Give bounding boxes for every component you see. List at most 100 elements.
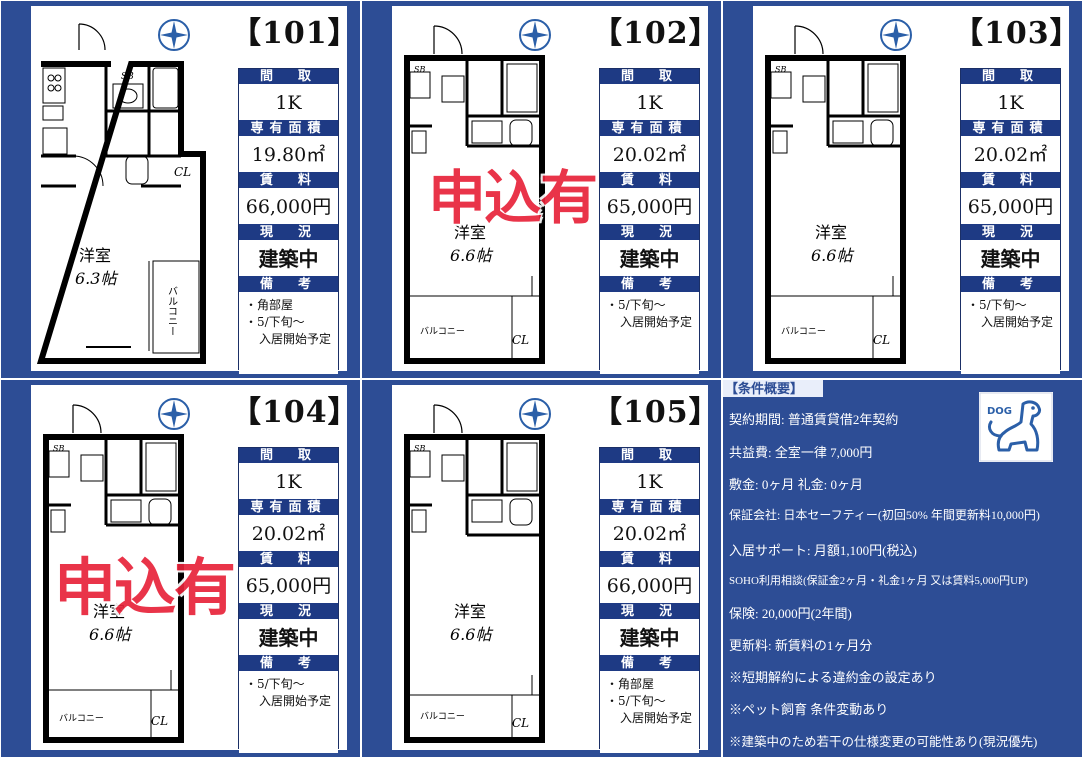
notes-value: ・5/下旬～ 入居開始予定 — [600, 293, 699, 374]
cl-label: CL — [512, 333, 529, 347]
area-value: 19.80㎡ — [239, 137, 338, 173]
area-value: 20.02㎡ — [600, 516, 699, 552]
layout-header: 間 取 — [239, 448, 338, 464]
status-header: 現 況 — [600, 225, 699, 241]
sb-label: SB — [121, 72, 134, 82]
note-line: 入居開始予定 — [620, 711, 693, 725]
area-header: 専有面積 — [600, 500, 699, 516]
room-number: 【105】 — [592, 395, 720, 430]
room-number: 【103】 — [953, 16, 1081, 51]
area-header: 専有面積 — [961, 121, 1060, 137]
rent-value: 66,000円 — [600, 568, 699, 604]
layout-header: 間 取 — [239, 69, 338, 85]
layout-value: 1K — [600, 464, 699, 500]
balcony-label: バルコニー — [166, 286, 178, 336]
room-label: 洋室 — [93, 602, 125, 621]
notes-header: 備 考 — [600, 277, 699, 293]
room-label: 洋室 — [454, 223, 486, 242]
status-value: 建築中 — [600, 620, 699, 656]
note-line: ・5/下旬～ — [967, 298, 1027, 312]
note-line: 入居開始予定 — [259, 694, 332, 708]
status-header: 現 況 — [239, 604, 338, 620]
room-number: 【104】 — [231, 395, 359, 430]
rent-value: 65,000円 — [600, 189, 699, 225]
condition-line: 契約期間: 普通賃貸借2年契約 — [729, 412, 899, 427]
status-header: 現 況 — [239, 225, 338, 241]
balcony-label: バルコニー — [420, 326, 465, 337]
area-header: 専有面積 — [239, 500, 338, 516]
dog-icon: DOG — [979, 392, 1053, 462]
area-value: 20.02㎡ — [239, 516, 338, 552]
sb-label: SB — [775, 65, 786, 74]
spec-table: 間 取 1K 専有面積 20.02㎡ 賃 料 65,000円 現 況 建築中 備… — [960, 68, 1061, 374]
status-value: 建築中 — [239, 241, 338, 277]
room-size-label: 6.3帖 — [75, 269, 118, 288]
notes-value: ・5/下旬～ 入居開始予定 — [961, 293, 1060, 374]
compass-icon — [519, 398, 551, 430]
room-label: 洋室 — [815, 223, 847, 242]
layout-value: 1K — [239, 85, 338, 121]
room-size-label: 6.6帖 — [89, 625, 132, 644]
compass-icon — [158, 398, 190, 430]
cl-label: CL — [174, 165, 191, 179]
floor-plan-105: SB CL 洋室 6.6帖 バルコニー — [404, 404, 545, 743]
note-line: ・5/下旬～ — [245, 315, 305, 329]
note-line: ・5/下旬～ — [606, 694, 666, 708]
balcony-label: バルコニー — [59, 713, 104, 724]
room-size-label: 6.6帖 — [450, 625, 493, 644]
condition-line: SOHO利用相談(保証金2ヶ月・礼金1ヶ月 又は賃料5,000円UP) — [729, 575, 1028, 587]
rent-header: 賃 料 — [600, 552, 699, 568]
unit-card: SB CL 洋室 6.6帖 バルコニー 【102】 間 取 1K 専有面積 20… — [392, 6, 720, 374]
rent-header: 賃 料 — [961, 173, 1060, 189]
rent-header: 賃 料 — [239, 552, 338, 568]
status-value: 建築中 — [600, 241, 699, 277]
layout-value: 1K — [600, 85, 699, 121]
note-line: 入居開始予定 — [620, 315, 693, 329]
unit-card: SB CL 洋室 6.6帖 バルコニー 【105】 間 取 1K 専有面積 20… — [392, 385, 720, 753]
rent-header: 賃 料 — [239, 173, 338, 189]
room-number: 【101】 — [231, 16, 359, 51]
floor-plan-104: SB CL 洋室 6.6帖 バルコニー — [43, 404, 184, 743]
notes-value: ・5/下旬～ 入居開始予定 — [239, 672, 338, 753]
room-size-label: 6.6帖 — [450, 246, 493, 265]
sb-label: SB — [414, 444, 425, 453]
status-value: 建築中 — [961, 241, 1060, 277]
area-value: 20.02㎡ — [961, 137, 1060, 173]
compass-icon — [880, 19, 912, 51]
note-line: 入居開始予定 — [981, 315, 1054, 329]
condition-line: 敷金: 0ヶ月 礼金: 0ヶ月 — [729, 477, 863, 492]
floor-plan-102: SB CL 洋室 6.6帖 バルコニー — [404, 25, 545, 364]
compass-icon — [158, 19, 190, 51]
area-value: 20.02㎡ — [600, 137, 699, 173]
area-header: 専有面積 — [600, 121, 699, 137]
floor-plan-101: SB CL 洋室 6.3帖 バルコニー — [36, 23, 206, 364]
conditions-title: 【条件概要】 — [723, 380, 823, 397]
unit-card: SB CL 洋室 6.6帖 バルコニー 【103】 間 取 1K 専有面積 20… — [753, 6, 1081, 374]
note-line: ・5/下旬～ — [606, 298, 666, 312]
cl-label: CL — [512, 716, 529, 730]
note-line: ・角部屋 — [606, 677, 655, 691]
notes-header: 備 考 — [961, 277, 1060, 293]
balcony-label: バルコニー — [420, 711, 465, 722]
sb-label: SB — [53, 444, 64, 453]
rent-header: 賃 料 — [600, 173, 699, 189]
status-header: 現 況 — [961, 225, 1060, 241]
condition-line: 更新料: 新賃料の1ヶ月分 — [729, 638, 873, 653]
unit-panel-104: SB CL 洋室 6.6帖 バルコニー 【104】 間 取 1K 専有面積 20… — [0, 379, 361, 758]
note-line: 入居開始予定 — [259, 332, 332, 346]
layout-value: 1K — [239, 464, 338, 500]
cl-label: CL — [873, 333, 890, 347]
notes-header: 備 考 — [600, 656, 699, 672]
conditions-panel: 【条件概要】 DOG 契約期間: 普通賃貸借2年契約 共益費: 全室一律 7,0… — [722, 379, 1083, 758]
notes-header: 備 考 — [239, 277, 338, 293]
room-number: 【102】 — [592, 16, 720, 51]
sb-label: SB — [414, 65, 425, 74]
condition-line: 入居サポート: 月額1,100円(税込) — [729, 543, 917, 558]
spec-table: 間 取 1K 専有面積 20.02㎡ 賃 料 66,000円 現 況 建築中 備… — [599, 447, 700, 753]
unit-panel-102: SB CL 洋室 6.6帖 バルコニー 【102】 間 取 1K 専有面積 20… — [361, 0, 722, 379]
area-header: 専有面積 — [239, 121, 338, 137]
note-line: ・角部屋 — [245, 298, 294, 312]
unit-panel-105: SB CL 洋室 6.6帖 バルコニー 【105】 間 取 1K 専有面積 20… — [361, 379, 722, 758]
layout-header: 間 取 — [961, 69, 1060, 85]
